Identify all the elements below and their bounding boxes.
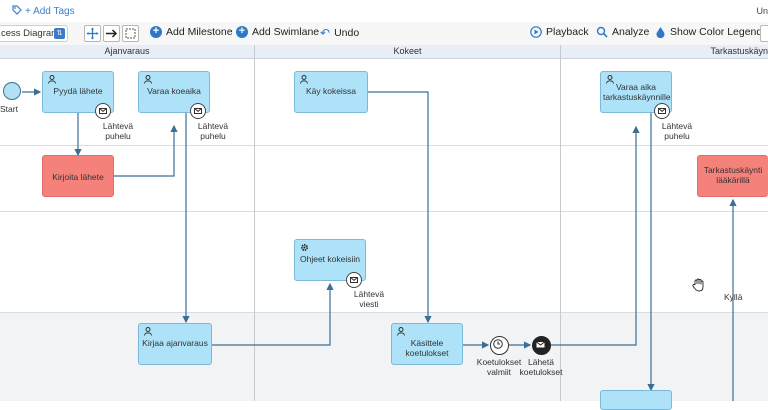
user-icon — [144, 327, 152, 338]
task-tarkastuskaynti[interactable]: Tarkastuskäynti lääkärillä — [697, 155, 768, 197]
grey-row-band — [0, 312, 768, 401]
note-lahteva-puhelu: Lähtevä puhelu — [102, 121, 134, 141]
add-tags-link[interactable]: + Add Tags — [12, 5, 75, 18]
user-icon — [300, 75, 308, 86]
mail-icon — [95, 103, 111, 119]
task-kirjoita-lahete[interactable]: Kirjoita lähete — [42, 155, 114, 197]
task-varaa-tarkastus[interactable]: Varaa aika tarkastuskäynnille — [600, 71, 672, 113]
task-label: Varaa aika tarkastuskäynnille — [603, 82, 671, 102]
add-swimlane-label: Add Swimlane — [252, 26, 320, 38]
drop-icon — [656, 27, 665, 38]
flow-connectors — [22, 88, 737, 401]
select-arrows-icon: ⇅ — [54, 28, 65, 39]
hand-cursor-icon — [692, 278, 705, 297]
envelope-icon — [536, 341, 545, 348]
start-event[interactable] — [3, 82, 21, 100]
user-icon — [397, 327, 405, 338]
undo-icon: ↶ — [320, 26, 331, 40]
diagram-type-value: cess Diagram — [1, 28, 54, 39]
gear-icon — [300, 243, 309, 254]
add-milestone-label: Add Milestone — [166, 26, 233, 38]
task-kasittele-koetulokset[interactable]: Käsittele koetulokset — [391, 323, 463, 365]
user-icon — [144, 75, 152, 86]
diagram-type-select[interactable]: cess Diagram ⇅ — [0, 25, 68, 42]
task-label: Kirjoita lähete — [52, 172, 104, 182]
task-varaa-koeaika[interactable]: Varaa koeaika — [138, 71, 210, 113]
mail-icon — [190, 103, 206, 119]
note-lahteva-viesti: Lähtevä viesti — [353, 289, 385, 309]
task-label: Käsittele koetulokset — [405, 338, 449, 358]
lane-divider — [560, 45, 561, 401]
arrow-right-icon — [106, 29, 118, 38]
playback-button[interactable]: Playback — [530, 26, 589, 38]
note-lahteva-puhelu: Lähtevä puhelu — [197, 121, 229, 141]
search-icon — [596, 26, 608, 38]
export-button[interactable] — [760, 25, 768, 42]
task-kay-kokeissa[interactable]: Käy kokeissa — [294, 71, 368, 113]
undo-label: Undo — [334, 27, 360, 39]
add-milestone-button[interactable]: + Add Milestone — [150, 26, 233, 38]
task-label: Varaa koeaika — [147, 86, 201, 96]
timer-event[interactable] — [490, 336, 509, 355]
color-legend-button[interactable]: Show Color Legend — [655, 26, 762, 38]
connector-tool-button[interactable] — [103, 25, 120, 42]
note-kylla: Kyllä — [724, 292, 743, 302]
row-divider — [0, 145, 768, 146]
clock-icon — [493, 339, 503, 349]
play-icon — [530, 26, 542, 38]
start-label: Start — [0, 104, 18, 114]
task-label: Kirjaa ajanvaraus — [142, 338, 208, 348]
toolbar: cess Diagram ⇅ + Add Milestone + Add Swi… — [0, 22, 768, 46]
plus-circle-icon: + — [150, 26, 162, 38]
add-tags-label: + Add Tags — [25, 6, 75, 17]
row-divider — [0, 211, 768, 212]
task-label: Tarkastuskäynti lääkärillä — [703, 165, 763, 185]
task-label: Pyydä lähete — [53, 86, 103, 96]
task-label: Käy kokeissa — [305, 86, 357, 96]
square-select-icon — [125, 28, 136, 39]
add-swimlane-button[interactable]: + Add Swimlane — [236, 26, 319, 38]
analyze-label: Analyze — [612, 26, 650, 38]
user-icon — [606, 75, 614, 86]
task-pyyda-lahete[interactable]: Pyydä lähete — [42, 71, 114, 113]
mail-icon — [654, 103, 670, 119]
analyze-button[interactable]: Analyze — [596, 26, 649, 38]
color-legend-label: Show Color Legend — [670, 26, 763, 38]
lane-header-kokeet[interactable]: Kokeet — [255, 45, 560, 59]
user-name[interactable]: Un — [756, 6, 768, 16]
move-icon — [86, 27, 99, 40]
task-kirjaa-ajanvaraus[interactable]: Kirjaa ajanvaraus — [138, 323, 212, 365]
task-label: Ohjeet kokeisiin — [299, 254, 360, 264]
row-divider — [0, 312, 768, 313]
note-laheta-koetulokset: Lähetä koetulokset — [519, 357, 563, 377]
move-tool-button[interactable] — [84, 25, 101, 42]
lane-header-ajanvaraus[interactable]: Ajanvaraus — [0, 45, 254, 59]
undo-button[interactable]: ↶ Undo — [320, 26, 359, 40]
plus-circle-icon: + — [236, 26, 248, 38]
task-offscreen[interactable] — [600, 390, 672, 410]
lane-header-tarkastus[interactable]: Tarkastuskäyn — [561, 45, 768, 59]
note-lahteva-puhelu: Lähtevä puhelu — [661, 121, 693, 141]
send-message-event[interactable] — [532, 336, 551, 355]
tag-icon — [12, 5, 22, 18]
user-icon — [48, 75, 56, 86]
mail-icon — [346, 272, 362, 288]
lane-divider — [254, 45, 255, 401]
select-tool-button[interactable] — [122, 25, 139, 42]
playback-label: Playback — [546, 26, 589, 38]
note-koetulokset-valmiit: Koetulokset valmiit — [476, 357, 522, 377]
